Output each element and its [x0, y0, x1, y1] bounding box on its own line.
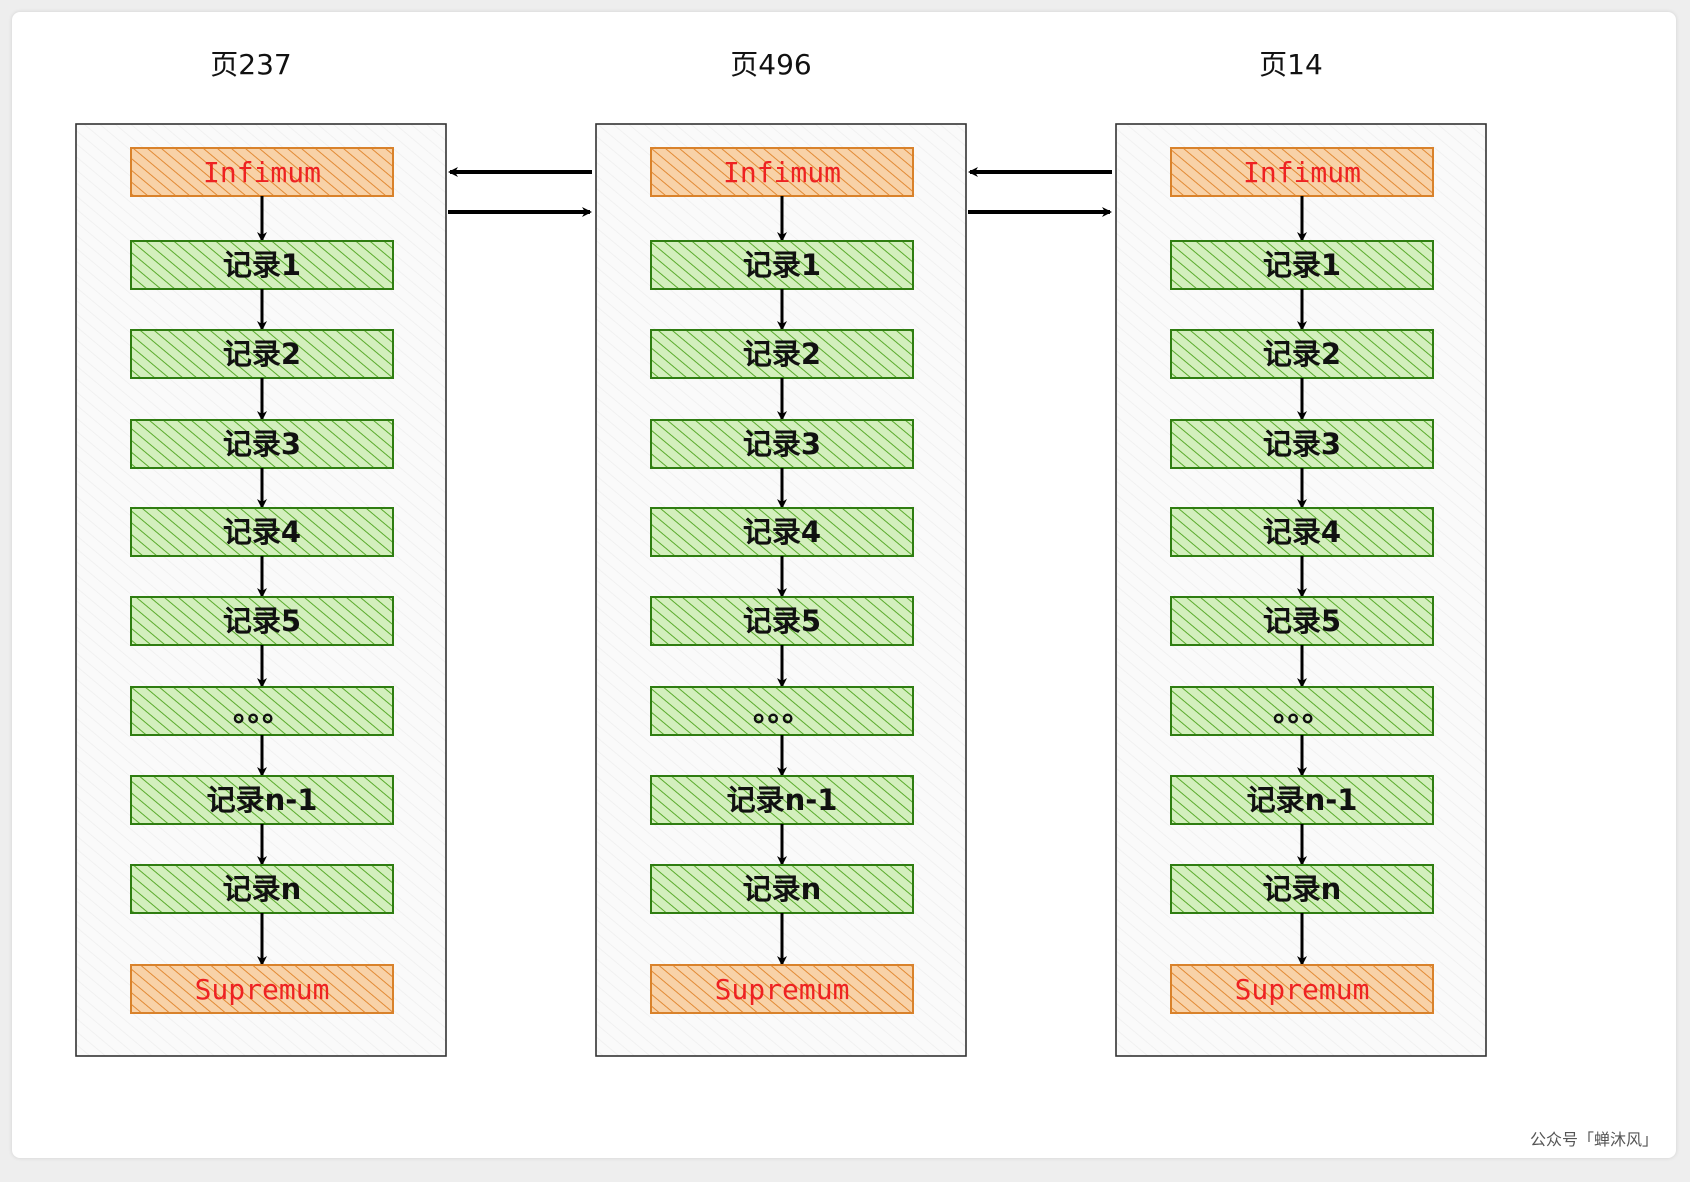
supremum-label: Supremum [1235, 973, 1370, 1006]
record-label: 记录4 [223, 515, 301, 549]
record-box [1170, 507, 1434, 557]
record-label: 记录1 [1263, 248, 1341, 282]
ellipsis-record-box [130, 686, 394, 736]
record-box [650, 419, 914, 469]
infimum-label: Infimum [723, 156, 841, 189]
record-label: 记录n-1 [727, 783, 838, 817]
record-box [650, 240, 914, 290]
record-label: 记录n [223, 872, 302, 906]
record-box [130, 596, 394, 646]
ellipsis-record-label: 。。。 [233, 694, 291, 728]
page-title: 页496 [730, 48, 811, 81]
record-label: 记录n [743, 872, 822, 906]
record-label: 记录5 [223, 604, 301, 638]
record-box [130, 864, 394, 914]
supremum-box [130, 964, 394, 1014]
record-label: 记录n-1 [207, 783, 318, 817]
ellipsis-record-label: 。。。 [1273, 694, 1331, 728]
record-label: 记录2 [1263, 337, 1341, 371]
record-box [130, 507, 394, 557]
infimum-label: Infimum [1243, 156, 1361, 189]
record-box [130, 329, 394, 379]
record-label: 记录2 [223, 337, 301, 371]
watermark: 公众号「蝉沐风」 [1529, 1130, 1658, 1149]
page-title: 页237 [210, 48, 291, 81]
page-title: 页14 [1259, 48, 1323, 81]
record-label: 记录n-1 [1247, 783, 1358, 817]
record-label: 记录5 [1263, 604, 1341, 638]
ellipsis-record-box [1170, 686, 1434, 736]
infimum-box [130, 147, 394, 197]
record-box [1170, 775, 1434, 825]
supremum-box [650, 964, 914, 1014]
infimum-box [650, 147, 914, 197]
record-label: 记录1 [223, 248, 301, 282]
record-label: 记录1 [743, 248, 821, 282]
record-label: 记录n [1263, 872, 1342, 906]
infimum-box [1170, 147, 1434, 197]
supremum-label: Supremum [195, 973, 330, 1006]
supremum-label: Supremum [715, 973, 850, 1006]
record-label: 记录2 [743, 337, 821, 371]
record-label: 记录4 [743, 515, 821, 549]
record-box [1170, 240, 1434, 290]
page-links [448, 167, 1112, 217]
record-box [650, 329, 914, 379]
supremum-box [1170, 964, 1434, 1014]
ellipsis-record-label: 。。。 [753, 694, 811, 728]
ellipsis-record-box [650, 686, 914, 736]
record-label: 记录3 [743, 427, 821, 461]
record-label: 记录4 [1263, 515, 1341, 549]
record-label: 记录3 [1263, 427, 1341, 461]
infimum-label: Infimum [203, 156, 321, 189]
record-box [650, 775, 914, 825]
record-box [650, 864, 914, 914]
record-label: 记录3 [223, 427, 301, 461]
record-box [650, 507, 914, 557]
record-label: 记录5 [743, 604, 821, 638]
